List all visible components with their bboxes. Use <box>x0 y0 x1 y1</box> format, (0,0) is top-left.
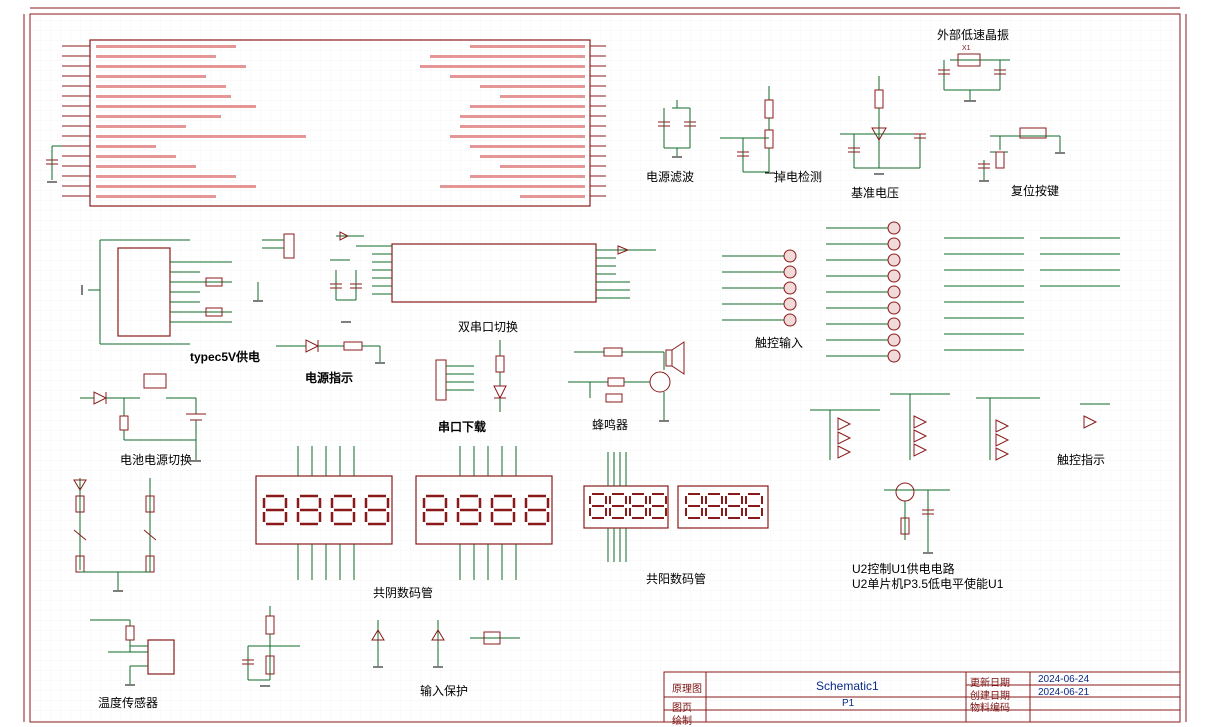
label-power-fail: 掉电检测 <box>774 170 823 184</box>
buzzer-circuit <box>568 341 685 422</box>
ntc-circuit <box>242 606 300 687</box>
label-reset: 复位按键 <box>1011 184 1060 198</box>
u3-usb-uart <box>262 231 656 323</box>
title-part-code-label: 物料编码 <box>970 703 1010 714</box>
label-battery: 电池电源切换 <box>120 453 193 467</box>
title-page-value: P1 <box>842 698 855 709</box>
title-create-date: 2024-06-21 <box>1038 687 1090 698</box>
label-power-led: 电源指示 <box>305 371 354 385</box>
u1-power-switch-circuit <box>884 482 950 554</box>
c-decoupling-u1 <box>46 145 62 183</box>
label-temp-sensor: 温度传感器 <box>98 696 159 710</box>
label-touch-input: 触控输入 <box>755 336 804 350</box>
segment-resistors <box>944 237 1120 351</box>
title-update-date-label: 更新日期 <box>970 678 1010 689</box>
title-drawn-by-label: 绘制 <box>672 716 692 727</box>
temp-sensor-circuit <box>90 619 175 686</box>
label-common-anode: 共阳数码管 <box>646 572 707 586</box>
common-cathode-display <box>255 446 553 580</box>
label-buzzer: 蜂鸣器 <box>592 418 629 432</box>
power-led-circuit <box>276 339 385 364</box>
title-page-label: 图页 <box>672 703 692 714</box>
sheet-frame <box>23 7 1187 723</box>
touch-indicator-leds <box>810 393 1110 461</box>
label-input-protect: 输入保护 <box>420 684 469 698</box>
title-drawing-label: 原理图 <box>672 684 702 695</box>
common-anode-display <box>583 452 769 562</box>
pushbutton-circuits <box>73 478 157 592</box>
title-update-date: 2024-06-24 <box>1038 674 1090 685</box>
label-reference: 基准电压 <box>851 186 900 200</box>
title-create-date-label: 创建日期 <box>970 691 1010 702</box>
label-power-filter: 电源滤波 <box>646 170 695 184</box>
label-typec: typec5V供电 <box>190 350 261 364</box>
power-fail-circuit <box>720 86 775 174</box>
u1-mcu <box>62 39 606 207</box>
input-protection-circuit <box>371 620 520 668</box>
label-touch-indicator: 触控指示 <box>1057 453 1106 467</box>
label-dual-uart: 双串口切换 <box>458 320 519 334</box>
download-led-circuit <box>493 340 507 412</box>
touch-input-pads <box>722 221 901 363</box>
power-filter-circuit <box>658 100 696 158</box>
svg-text:X1: X1 <box>962 45 971 52</box>
crystal-circuit: X1 <box>938 45 1010 102</box>
label-uart-download: 串口下载 <box>438 420 487 434</box>
title-drawing-value: Schematic1 <box>816 679 879 693</box>
uart-header <box>435 359 474 401</box>
typec-connector <box>81 239 263 345</box>
voltage-reference-circuit <box>840 76 926 175</box>
title-block <box>663 671 1181 723</box>
label-u2-power-line2: U2单片机P3.5低电平使能U1 <box>852 577 1004 591</box>
reset-circuit <box>978 127 1065 182</box>
label-crystal: 外部低速晶振 <box>937 28 1010 42</box>
label-common-cathode: 共阴数码管 <box>373 586 434 600</box>
label-u2-power-line1: U2控制U1供电电路 <box>852 562 955 576</box>
battery-circuit <box>80 373 206 462</box>
